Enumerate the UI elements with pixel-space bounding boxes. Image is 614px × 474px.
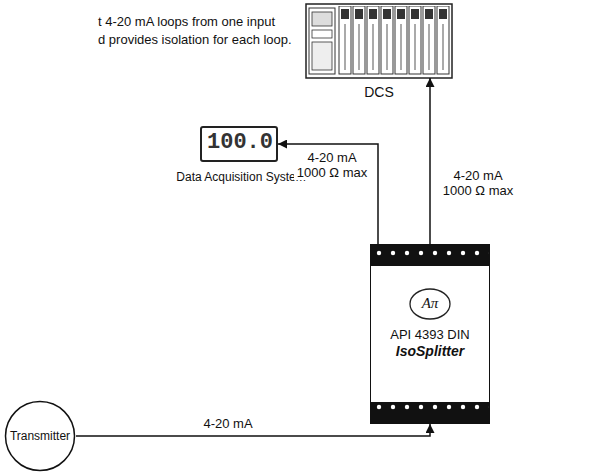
signal-wire — [278, 144, 378, 244]
node-label: DCS — [349, 84, 409, 102]
node-label: Transmitter — [10, 429, 70, 444]
logo-mark: Aπ — [410, 294, 450, 312]
signal-wire — [429, 78, 431, 244]
node-label: API 4393 DIN — [390, 327, 470, 343]
wire-label: 4-20 mA 1000 Ω max — [440, 168, 516, 198]
node-label: Data Acquisition System — [171, 170, 311, 185]
isosplitter-box: API 4393 DINIsoSplitter — [370, 244, 490, 424]
wire-label: 4-20 mA — [190, 416, 266, 431]
isosplitter-housing — [370, 244, 490, 424]
intro-text: d provides isolation for each loop. — [98, 32, 292, 48]
transmitter-circle: Transmitter — [4, 400, 76, 472]
dcs-rack — [306, 4, 452, 78]
node-sublabel: IsoSplitter — [396, 343, 464, 361]
intro-text: t 4-20 mA loops from one input — [98, 14, 275, 30]
dcs-node: DCS — [306, 4, 452, 78]
display-readout: 100.0 — [205, 130, 275, 156]
wire-label: 4-20 mA 1000 Ω max — [294, 150, 370, 180]
